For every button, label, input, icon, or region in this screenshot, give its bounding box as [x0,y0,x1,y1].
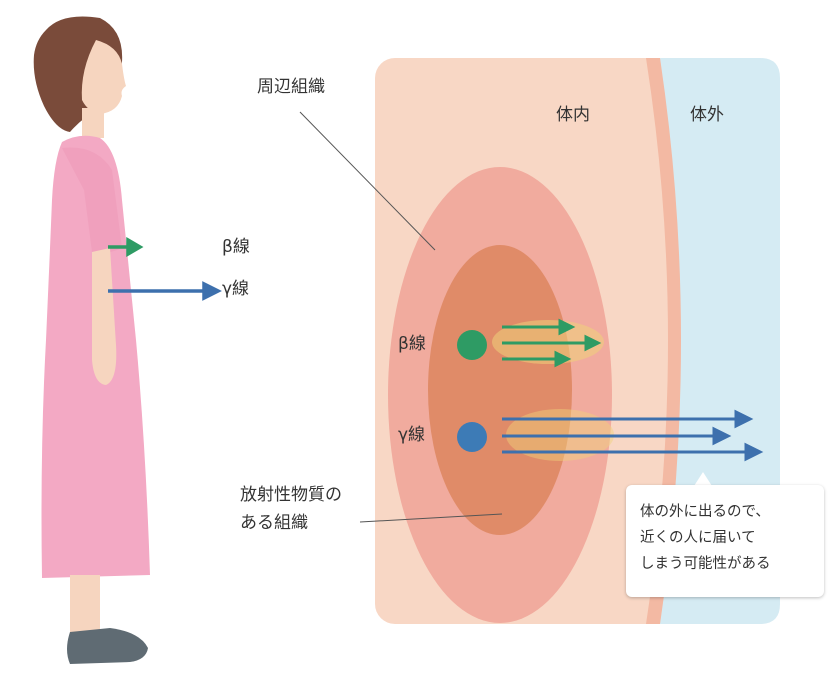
gamma-arrows [502,409,764,462]
peripheral-tissue-label: 周辺組織 [257,77,325,97]
peripheral-tissue-leader [299,111,436,251]
callout-line-3: しまう可能性がある [640,556,771,572]
callout-tail [694,472,712,486]
gamma-ray-person-label: γ線 [222,279,250,299]
radioactive-tissue [428,245,572,535]
callout-line-2: 近くの人に届いて [640,530,756,546]
beta-arrow-person [108,236,144,258]
beta-ray-person-label: β線 [222,237,250,257]
skin-boundary [646,58,681,624]
radioactive-tissue-label-line2: ある組織 [240,513,308,533]
gamma-ray-source-label: γ線 [398,425,426,445]
beta-source-dot [457,330,487,360]
callout-line-1: 体の外に出るので、 [640,504,770,520]
gamma-arrow-person [108,281,222,301]
radioactive-tissue-leader [359,513,503,523]
radioactive-tissue-label-line1: 放射性物質の [240,485,342,505]
outside-body-panel [660,58,780,624]
inside-body-label: 体内 [556,105,590,125]
outside-body-label: 体外 [690,105,724,125]
beta-arrows [502,318,602,368]
gamma-source-dot [457,422,487,452]
callout-box: 体の外に出るので、 近くの人に届いて しまう可能性がある [626,485,824,597]
patient-figure [33,16,150,664]
beta-ray-source-label: β線 [398,334,426,354]
